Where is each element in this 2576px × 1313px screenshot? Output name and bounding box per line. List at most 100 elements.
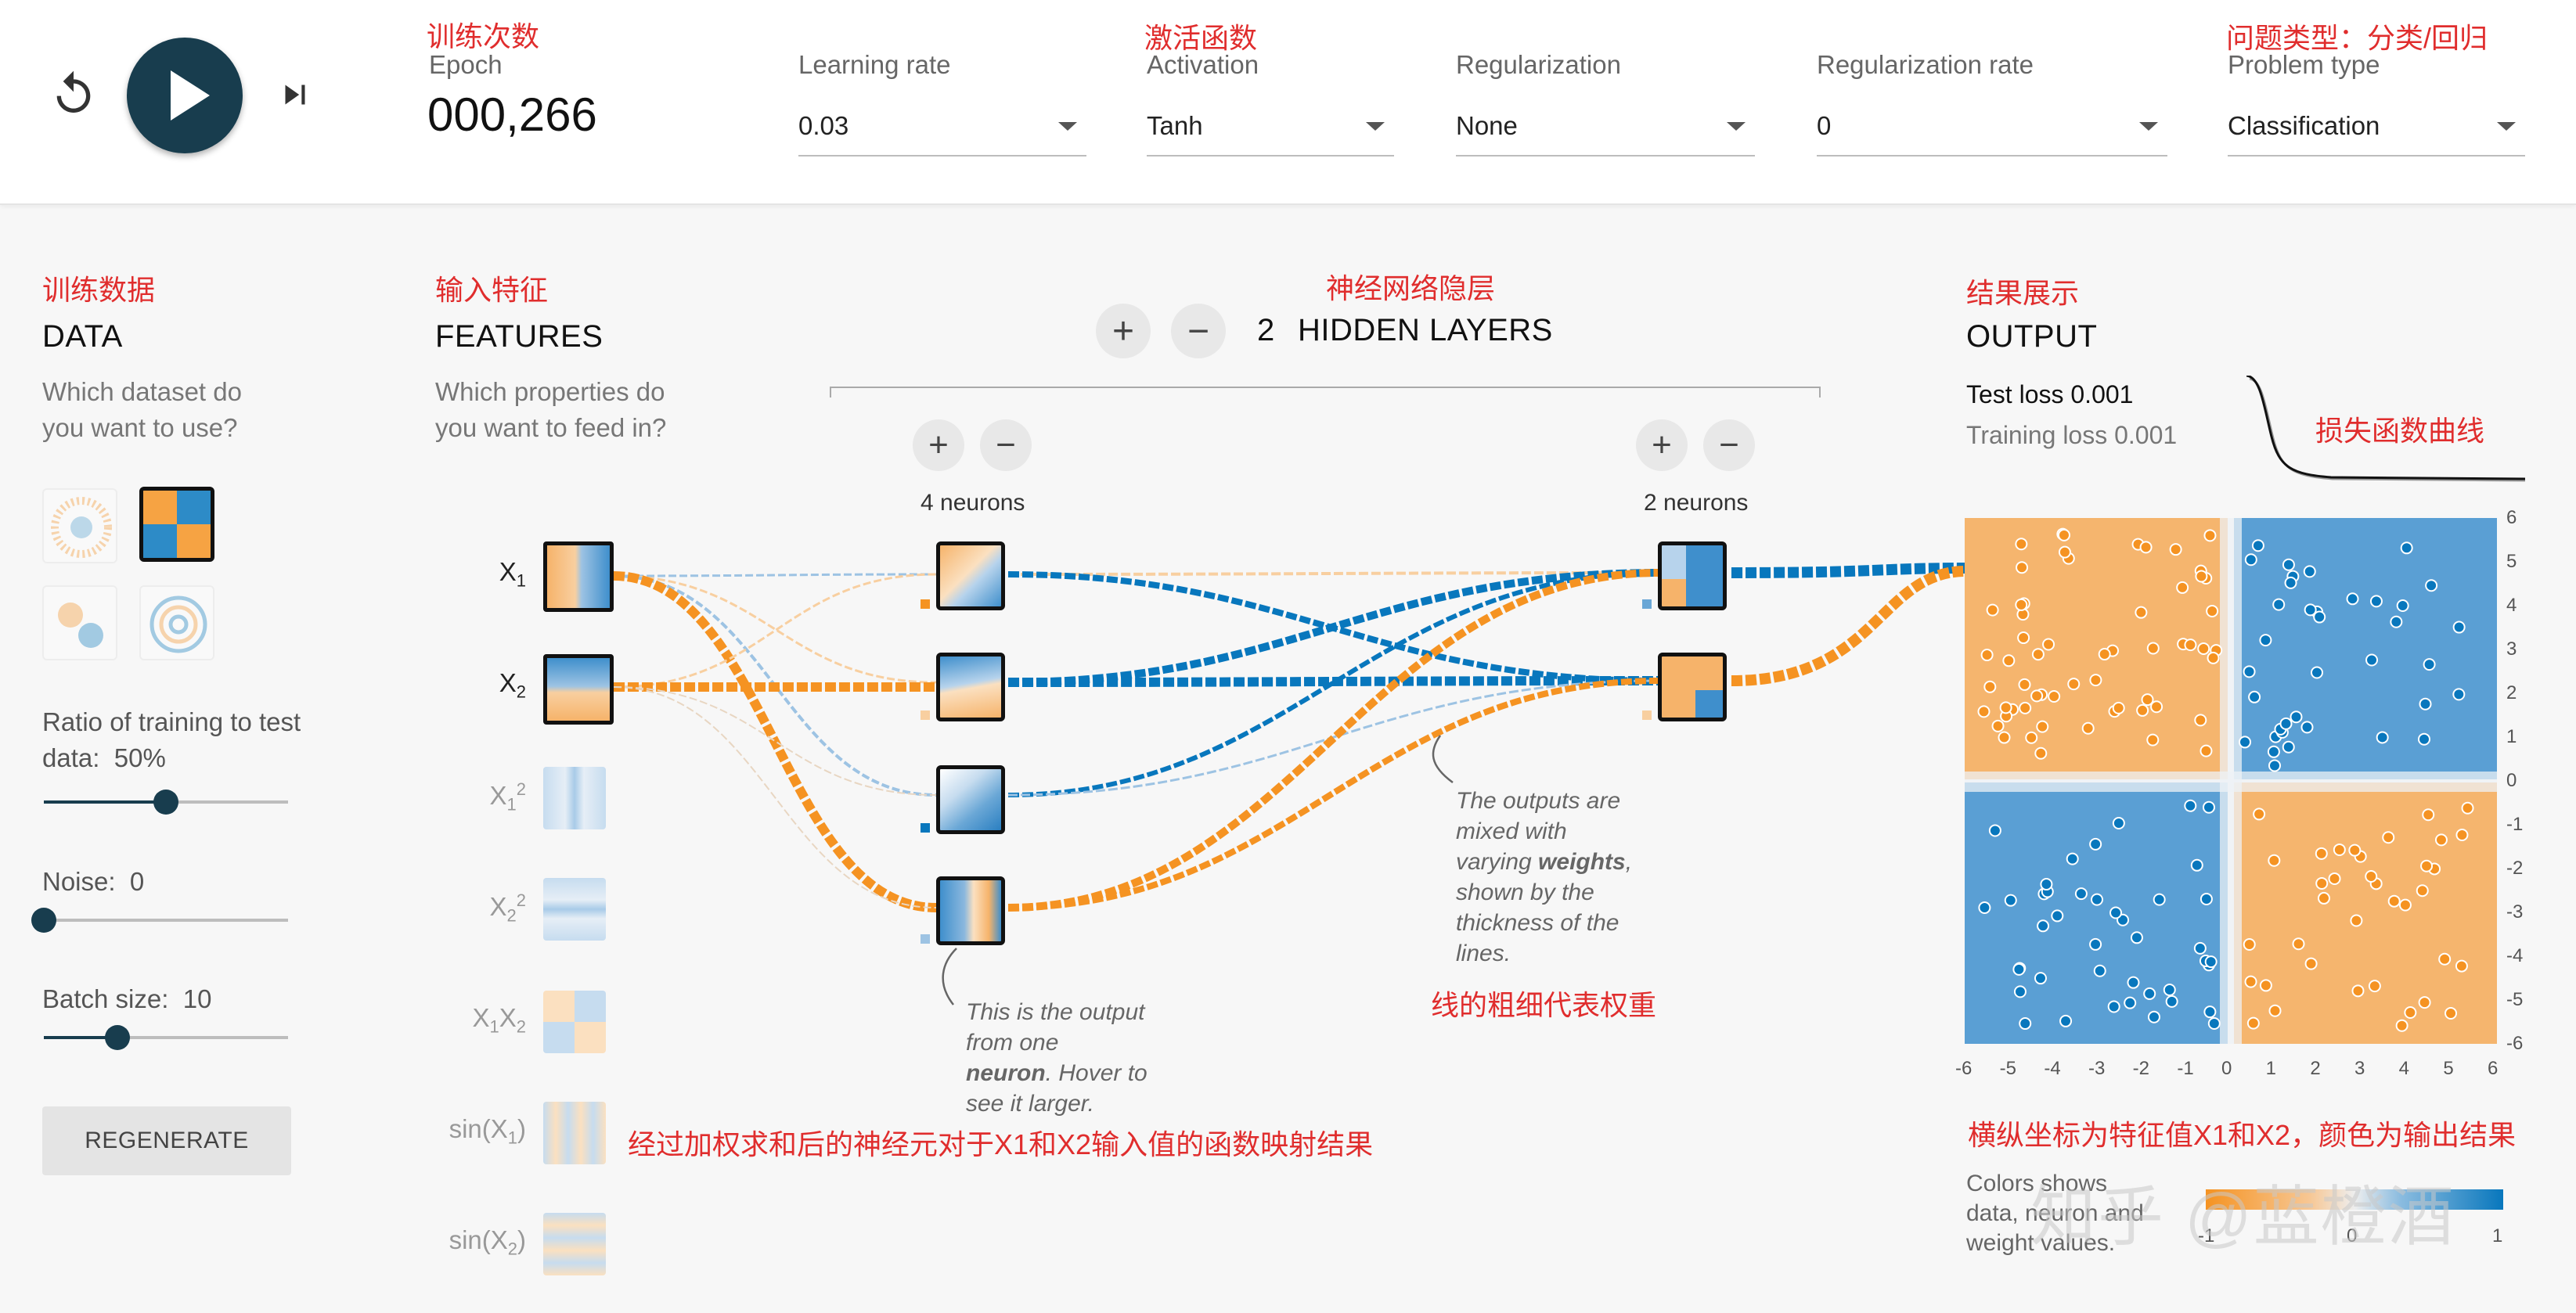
data-point (2193, 941, 2207, 955)
layer1-neuron-4[interactable] (936, 876, 1005, 945)
data-point (2202, 800, 2215, 814)
y-tick-label: 4 (2506, 595, 2517, 616)
data-point (2248, 690, 2261, 703)
data-point (2074, 887, 2088, 901)
learning-rate-value: 0.03 (798, 111, 849, 140)
training-loss: Training loss 0.001 (1966, 421, 2178, 449)
dataset-gauss[interactable] (42, 585, 117, 660)
legend-mid: 0 (2347, 1225, 2358, 1246)
layer2-neuron-2-bias[interactable] (1642, 710, 1652, 720)
noise-label-text: Noise: (42, 867, 116, 896)
batch-slider-knob[interactable] (104, 1025, 130, 1050)
dataset-spiral[interactable] (139, 585, 214, 660)
data-point (2365, 870, 2378, 883)
regularization-rate-select[interactable]: 0 (1817, 102, 2167, 156)
batch-slider[interactable] (44, 1025, 288, 1050)
data-point (2059, 1014, 2073, 1027)
regenerate-button[interactable]: REGENERATE (42, 1106, 291, 1175)
regularization-select[interactable]: None (1456, 102, 1755, 156)
data-point (2051, 909, 2064, 923)
y-tick-label: -5 (2506, 989, 2524, 1010)
x-tick-label: 5 (2443, 1058, 2454, 1079)
layer1-add-neuron-button[interactable]: + (913, 419, 964, 471)
feature-x2[interactable] (543, 654, 614, 725)
data-point (2015, 538, 2028, 551)
x-tick-label: 1 (2265, 1058, 2277, 1079)
dataset-xor[interactable] (139, 487, 214, 562)
link-n2-m2 (1007, 676, 1660, 687)
data-point (2066, 852, 2079, 865)
remove-layer-button[interactable]: − (1171, 304, 1226, 358)
activation-select[interactable]: Tanh (1147, 102, 1394, 156)
feature-x1[interactable] (543, 541, 614, 612)
feature-sin-x2[interactable] (543, 1213, 606, 1275)
layer2-remove-neuron-button[interactable]: − (1703, 419, 1755, 471)
data-point (2194, 714, 2207, 727)
data-point (2048, 689, 2061, 703)
noise-slider-knob[interactable] (31, 908, 56, 933)
data-point (1980, 649, 1994, 662)
neuron-output-note: This is the output from one neuron. Hove… (966, 997, 1147, 1119)
noise-slider[interactable] (31, 908, 288, 933)
layer2-neuron-1-bias[interactable] (1642, 599, 1652, 609)
data-point (2346, 592, 2359, 606)
data-point (2150, 700, 2163, 714)
data-point (2243, 938, 2256, 951)
problem-type-select[interactable]: Classification (2228, 102, 2525, 156)
hidden-layer-count: 2 (1257, 313, 1275, 347)
layer1-neuron-1[interactable] (936, 541, 1005, 610)
y-tick-label: 2 (2506, 682, 2517, 703)
play-button[interactable] (127, 38, 243, 153)
layer1-remove-neuron-button[interactable]: − (980, 419, 1032, 471)
link-x2-n1 (613, 573, 937, 689)
color-legend-text: Colors shows data, neuron and weight val… (1966, 1169, 2144, 1258)
learning-rate-select[interactable]: 0.03 (798, 102, 1086, 156)
layer2-neuron-2[interactable] (1658, 653, 1727, 721)
add-layer-button[interactable]: + (1096, 304, 1151, 358)
feature-x1-squared[interactable] (543, 767, 606, 829)
feature-x2-squared[interactable] (543, 878, 606, 941)
data-point (2206, 604, 2219, 617)
data-point (2165, 995, 2178, 1008)
layer2-add-neuron-button[interactable]: + (1636, 419, 1688, 471)
data-point (2251, 539, 2264, 552)
layer2-neuron-1[interactable] (1658, 541, 1727, 610)
data-point (2057, 528, 2070, 541)
output-heatmap[interactable] (1965, 518, 2497, 1044)
note-line: varying (1456, 849, 1539, 875)
feature-sin-x1[interactable] (543, 1102, 606, 1164)
layer1-neuron-2-bias[interactable] (921, 710, 930, 720)
feature-label-sin-x2: sin(X2) (449, 1225, 526, 1259)
y-tick-label: 6 (2506, 507, 2517, 528)
data-point (2163, 983, 2176, 996)
y-tick-label: 1 (2506, 726, 2517, 747)
data-point (2315, 847, 2328, 860)
ratio-label-text: Ratio of training to test data: (42, 707, 301, 772)
feature-x1x2[interactable] (543, 991, 606, 1053)
step-button[interactable] (276, 75, 315, 114)
data-point (2382, 831, 2395, 844)
ratio-slider-knob[interactable] (153, 790, 178, 815)
layer1-neuron-3-bias[interactable] (921, 823, 930, 833)
data-point (2268, 1004, 2282, 1017)
features-title: FEATURES (435, 319, 603, 354)
data-point (2259, 979, 2272, 992)
data-point (2135, 606, 2148, 619)
circle-dataset-icon (51, 497, 112, 558)
data-point (2387, 894, 2401, 908)
activation-value: Tanh (1147, 111, 1203, 140)
layer1-neuron-1-bias[interactable] (921, 599, 930, 609)
layer1-neuron-2[interactable] (936, 653, 1005, 721)
link-x1-n4 (613, 571, 937, 912)
reset-button[interactable] (49, 69, 99, 119)
data-point (2093, 964, 2106, 977)
ratio-slider[interactable] (44, 790, 288, 815)
dataset-circle[interactable] (42, 488, 117, 563)
layer1-neuron-3[interactable] (936, 765, 1005, 834)
link-m2-out (1731, 566, 1967, 686)
output-annotation: 结果展示 (1966, 277, 2080, 309)
link-n3-m1 (1007, 570, 1660, 797)
activation-label: Activation (1147, 50, 1259, 79)
layer1-neuron-4-bias[interactable] (921, 934, 930, 944)
test-loss: Test loss 0.001 (1966, 380, 2134, 408)
